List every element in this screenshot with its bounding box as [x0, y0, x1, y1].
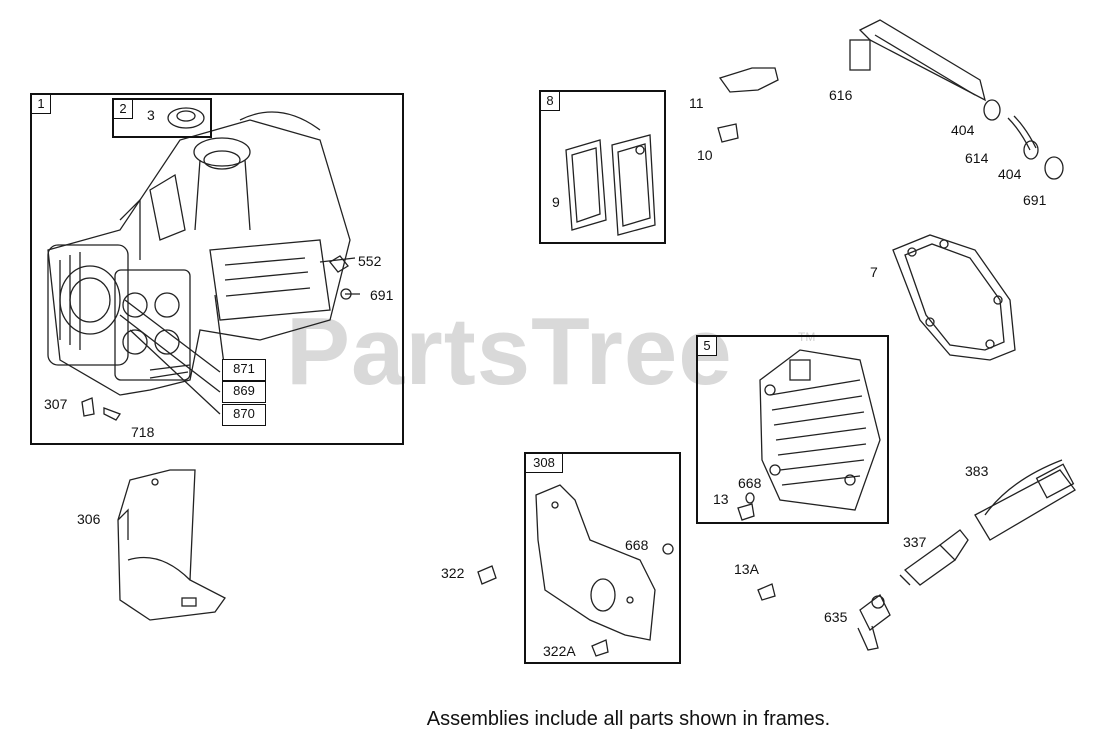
part-label-3[interactable]: 3: [147, 107, 155, 123]
part-tag-869[interactable]: 869: [222, 381, 266, 403]
cylinder-head-gasket-icon: [892, 234, 1016, 361]
part-label-668[interactable]: 668: [738, 475, 762, 491]
assembly-frame-308: [524, 452, 681, 664]
frame-number-5: 5: [697, 336, 717, 356]
breather-tube-icon: [718, 67, 779, 93]
assembly-frame-1: [30, 93, 404, 445]
part-label-7[interactable]: 7: [870, 264, 878, 280]
part-label-306[interactable]: 306: [77, 511, 101, 527]
part-label-13[interactable]: 13: [713, 491, 729, 507]
part-tag-870[interactable]: 870: [222, 404, 266, 426]
part-label-322[interactable]: 322: [441, 565, 465, 581]
assembly-frame-8: [539, 90, 666, 244]
cover-plate-icon: [535, 484, 656, 641]
part-label-9[interactable]: 9: [552, 194, 560, 210]
washer-icon: [983, 99, 1001, 121]
part-label-404-second[interactable]: 404: [998, 166, 1022, 182]
frame-number-2: 2: [113, 99, 133, 119]
part-label-322a[interactable]: 322A: [543, 643, 576, 659]
part-label-337[interactable]: 337: [903, 534, 927, 550]
part-label-718[interactable]: 718: [131, 424, 155, 440]
screw-icon: [717, 123, 739, 143]
part-label-691[interactable]: 691: [370, 287, 394, 303]
frame-number-8: 8: [540, 91, 560, 111]
spark-plug-icon: [899, 529, 969, 586]
part-label-13a[interactable]: 13A: [734, 561, 759, 577]
screw-icon: [477, 565, 497, 585]
part-label-616[interactable]: 616: [829, 87, 853, 103]
part-label-614[interactable]: 614: [965, 150, 989, 166]
part-label-10[interactable]: 10: [697, 147, 713, 163]
part-label-307[interactable]: 307: [44, 396, 68, 412]
part-label-668-second[interactable]: 668: [625, 537, 649, 553]
frame-number-308: 308: [525, 453, 563, 473]
part-label-383[interactable]: 383: [965, 463, 989, 479]
cylinder-head-icon: [759, 349, 881, 511]
breather-gasket-icon: [565, 134, 656, 236]
screw-icon: [757, 583, 776, 601]
part-label-691-second[interactable]: 691: [1023, 192, 1047, 208]
part-label-11[interactable]: 11: [689, 95, 704, 111]
screw-icon: [737, 503, 755, 521]
crankcase-block-icon: [47, 111, 351, 396]
part-label-404[interactable]: 404: [951, 122, 975, 138]
blower-shield-icon: [117, 469, 226, 621]
part-label-552[interactable]: 552: [358, 253, 382, 269]
watermark-text: PartsTree: [286, 298, 733, 405]
frame-number-1: 1: [31, 94, 51, 114]
oil-seal-icon: [167, 107, 205, 129]
assembly-frame-5: [696, 335, 889, 524]
diagram-caption: Assemblies include all parts shown in fr…: [426, 708, 831, 730]
spark-plug-boot-icon: [857, 594, 891, 651]
part-label-635[interactable]: 635: [824, 609, 848, 625]
part-tag-871[interactable]: 871: [222, 359, 266, 381]
governor-shaft-icon: [858, 19, 986, 102]
ignition-armature-icon: [974, 459, 1076, 541]
trademark-mark: TM: [798, 330, 816, 344]
hair-pin-icon: [1007, 115, 1037, 151]
